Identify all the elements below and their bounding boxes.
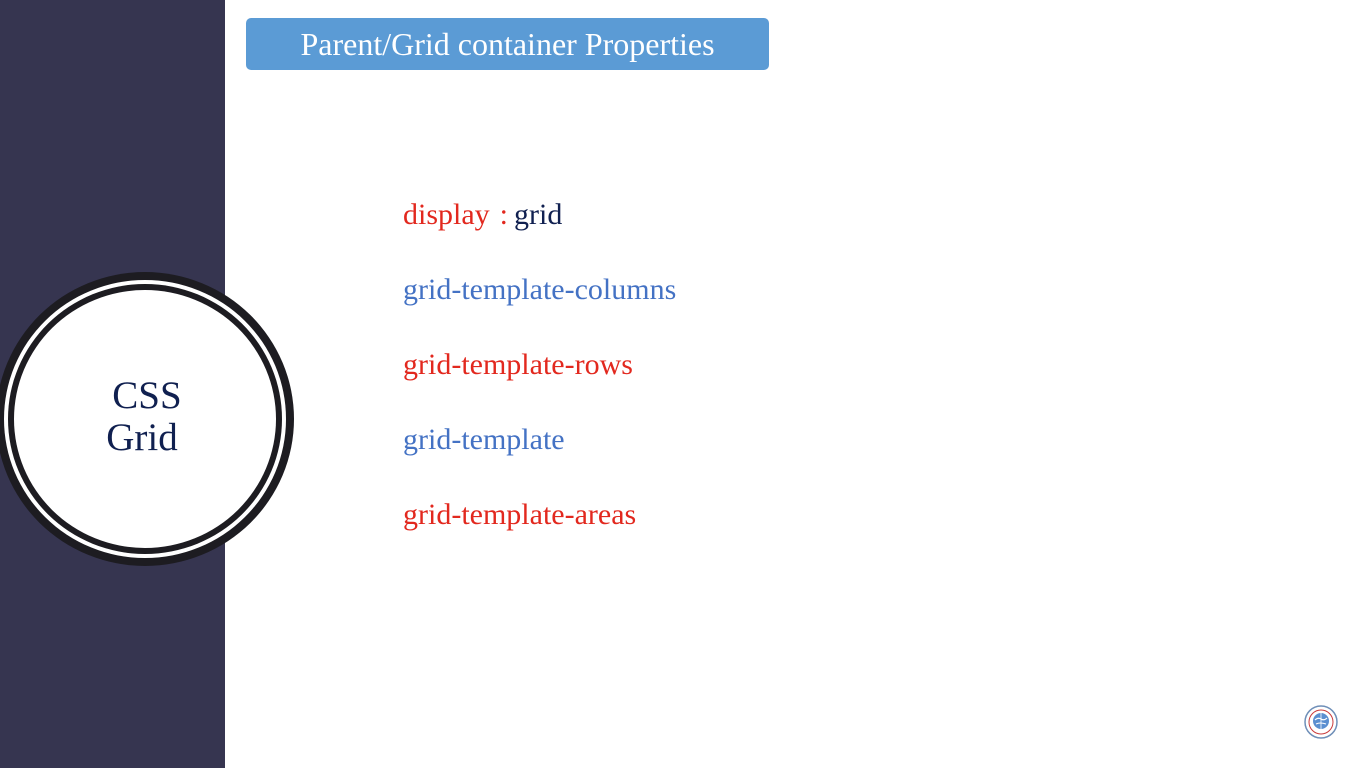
property-value: grid xyxy=(514,198,563,231)
property-list: display:grid grid-template-columns grid-… xyxy=(403,193,676,568)
slide-title: Parent/Grid container Properties xyxy=(246,18,769,70)
property-name: grid-template-rows xyxy=(403,348,633,381)
property-grid-template: grid-template xyxy=(403,418,676,493)
property-name: display xyxy=(403,198,490,231)
property-display: display:grid xyxy=(403,193,676,268)
badge-circle xyxy=(14,290,276,548)
property-separator: : xyxy=(499,198,509,231)
property-grid-template-columns: grid-template-columns xyxy=(403,268,676,343)
badge-line-css: CSS xyxy=(112,374,182,417)
badge-line-grid: Grid xyxy=(106,416,178,459)
badge-text: CSS Grid xyxy=(62,375,222,459)
property-name: grid-template-columns xyxy=(403,273,677,306)
globe-logo-icon xyxy=(1304,705,1338,739)
property-name: grid-template xyxy=(403,423,565,456)
property-grid-template-rows: grid-template-rows xyxy=(403,343,676,418)
property-name: grid-template-areas xyxy=(403,498,637,531)
property-grid-template-areas: grid-template-areas xyxy=(403,493,676,568)
